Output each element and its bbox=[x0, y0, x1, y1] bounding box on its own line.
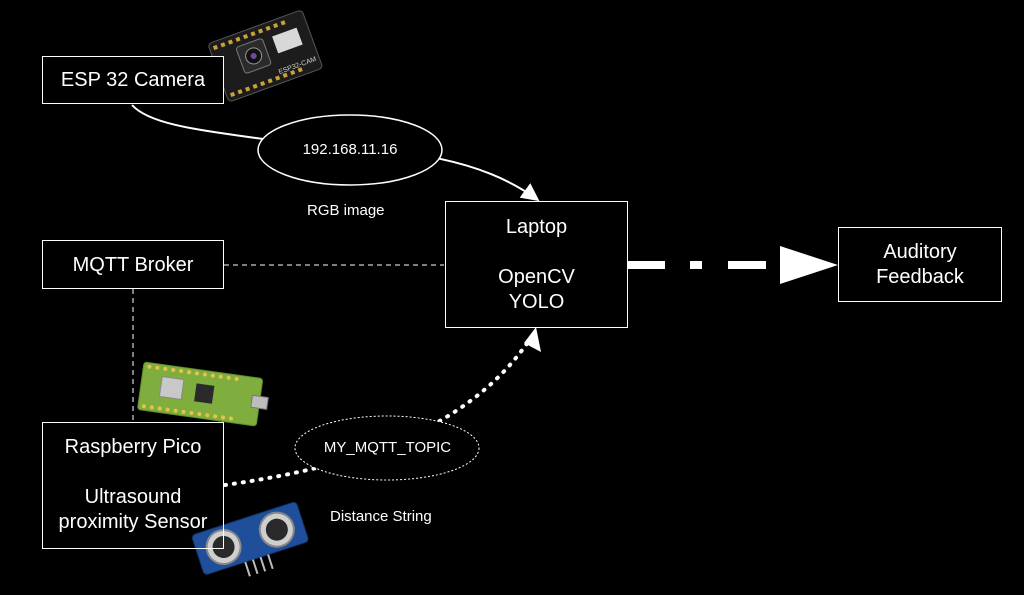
ip-address-text: 192.168.11.16 bbox=[302, 141, 398, 158]
esp32-camera-label: ESP 32 Camera bbox=[60, 69, 206, 91]
raspberry-pico-node: Raspberry Pico Ultrasound proximity Sens… bbox=[42, 422, 224, 549]
distance-string-label: Distance String bbox=[330, 508, 432, 525]
ip-ellipse bbox=[257, 114, 443, 186]
auditory-line1: Auditory bbox=[883, 241, 957, 263]
pico-sensor-line2: proximity Sensor bbox=[58, 511, 208, 533]
auditory-feedback-node: Auditory Feedback bbox=[838, 227, 1002, 302]
rgb-image-label: RGB image bbox=[307, 202, 385, 219]
edge-laptop-to-auditory bbox=[628, 246, 838, 284]
pico-sensor-line1: Ultrasound bbox=[84, 486, 182, 508]
esp32-camera-node: ESP 32 Camera bbox=[42, 56, 224, 104]
laptop-opencv: OpenCV bbox=[498, 266, 575, 288]
pico-arrowhead bbox=[524, 327, 541, 352]
pico-board-image bbox=[137, 361, 269, 427]
mqtt-topic-text: MY_MQTT_TOPIC bbox=[323, 439, 452, 456]
mqtt-broker-label: MQTT Broker bbox=[72, 254, 194, 276]
laptop-title: Laptop bbox=[505, 216, 568, 238]
laptop-yolo: YOLO bbox=[508, 291, 565, 313]
laptop-node: Laptop OpenCV YOLO bbox=[445, 201, 628, 328]
pico-title: Raspberry Pico bbox=[64, 436, 202, 458]
topic-ellipse bbox=[294, 415, 480, 481]
esp32-cam-board-image: ESP32-CAM bbox=[208, 10, 323, 102]
auditory-line2: Feedback bbox=[876, 266, 964, 288]
ultrasonic-sensor-image bbox=[191, 501, 309, 577]
mqtt-broker-node: MQTT Broker bbox=[42, 240, 224, 289]
